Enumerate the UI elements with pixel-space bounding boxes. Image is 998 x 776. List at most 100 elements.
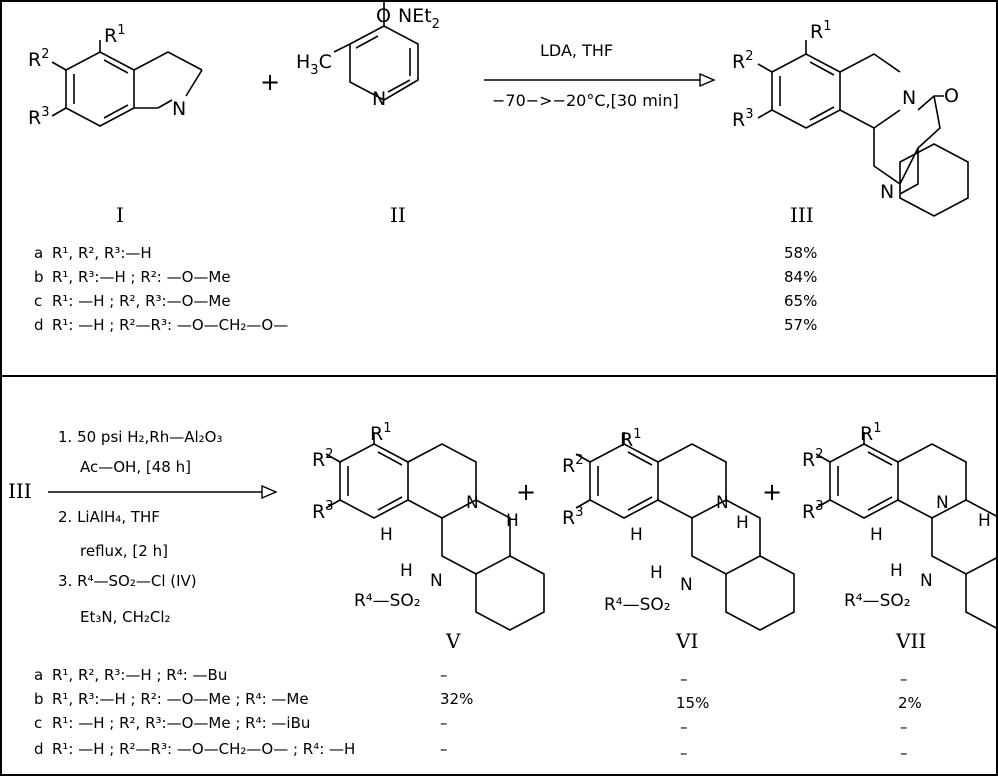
compound-VI-structure xyxy=(575,432,795,631)
compound-V-h-3: H xyxy=(400,561,413,581)
compound-VII-h-1: H xyxy=(870,525,883,545)
compound-VII-h-2: H xyxy=(978,511,991,531)
table-2-row-c-vii: – xyxy=(900,718,908,736)
table-2-row-a-vi: – xyxy=(680,670,688,688)
table-1-row-b-subst: R¹, R³:—H ; R²: —O—Me xyxy=(52,268,231,286)
compound-label-VII: VII xyxy=(895,629,926,653)
table-2-row-a-letter: a xyxy=(34,666,43,684)
table-1-row-c-yield: 65% xyxy=(784,292,817,310)
table-2-row-b-v: 32% xyxy=(440,690,473,708)
compound-III-structure xyxy=(757,40,944,195)
compound-label-I: I xyxy=(116,203,124,227)
plus-sign-3: + xyxy=(762,478,782,506)
table-1-row-a-letter: a xyxy=(34,244,43,262)
compound-II-structure xyxy=(333,0,419,101)
table-1-row-a-subst: R¹, R², R³:—H xyxy=(52,244,152,262)
compound-II-carbonyl-o: O xyxy=(376,5,391,27)
scheme-2-yield-table: a R¹, R², R³:—H ; R⁴: —Bu – – – b R¹, R³… xyxy=(34,666,922,762)
compound-II-amide: NEt2 xyxy=(398,5,440,32)
compound-VI-r2: R2 xyxy=(562,453,583,477)
compound-III-r2: R2 xyxy=(732,49,753,73)
table-2-row-c-vi: – xyxy=(680,718,688,736)
step-3-conditions: Et₃N, CH₂Cl₂ xyxy=(80,608,171,626)
step-3-reagents: 3. R⁴—SO₂—Cl (IV) xyxy=(58,572,197,590)
compound-VII-h-3: H xyxy=(890,561,903,581)
compound-VII-sulfonyl: R⁴—SO₂ xyxy=(844,591,911,611)
table-1-row-c-subst: R¹: —H ; R², R³:—O—Me xyxy=(52,292,231,310)
compound-VII-structure xyxy=(815,432,998,631)
compound-V-sulfonyl: R⁴—SO₂ xyxy=(354,591,421,611)
compound-V-structure xyxy=(325,432,545,631)
compound-I-ring-bond xyxy=(185,69,203,97)
compound-V-r1: R1 xyxy=(370,421,391,445)
plus-sign-1: + xyxy=(260,68,280,96)
reaction-2-conditions: 1. 50 psi H₂,Rh—Al₂O₃ Ac—OH, [48 h] 2. L… xyxy=(58,428,222,626)
compound-label-III: III xyxy=(790,203,814,227)
reaction-2-arrowhead xyxy=(261,484,278,500)
compound-label-II: II xyxy=(390,203,406,227)
table-2-row-b-subst: R¹, R³:—H ; R²: —O—Me ; R⁴: —Me xyxy=(52,690,309,708)
table-1-row-b-yield: 84% xyxy=(784,268,817,286)
compound-I-r2: R2 xyxy=(28,47,49,71)
compound-I-nitrogen: N xyxy=(172,98,186,120)
compound-V-h-2: H xyxy=(506,511,519,531)
compound-label-V: V xyxy=(445,629,461,653)
compound-I-r3: R3 xyxy=(28,105,49,129)
table-2-row-a-subst: R¹, R², R³:—H ; R⁴: —Bu xyxy=(52,666,227,684)
table-1-row-b-letter: b xyxy=(34,268,44,286)
table-2-row-b-vii: 2% xyxy=(898,694,922,712)
compound-III-amide-n: N xyxy=(902,87,916,109)
reaction-1-arrowhead xyxy=(699,72,716,88)
compound-II-ring-n: N xyxy=(372,88,386,110)
compound-II-methyl: H3C xyxy=(296,51,332,78)
reaction-1-reagent-top: LDA, THF xyxy=(540,41,613,60)
step-1-reagents: 1. 50 psi H₂,Rh—Al₂O₃ xyxy=(58,428,222,446)
compound-I-imine-bond xyxy=(157,99,173,109)
step-2-conditions: reflux, [2 h] xyxy=(80,542,168,560)
step-1-conditions: Ac—OH, [48 h] xyxy=(80,458,191,476)
table-1-row-d-subst: R¹: —H ; R²—R³: —O—CH₂—O— xyxy=(52,316,288,334)
compound-VI-r1: R1 xyxy=(620,427,641,451)
compound-VI-n-top: N xyxy=(716,493,729,513)
compound-III-carbonyl-o: O xyxy=(944,85,959,107)
compound-VII-r3: R3 xyxy=(802,499,823,523)
compound-V-n-top: N xyxy=(466,493,479,513)
compound-III-ring-n: N xyxy=(880,181,894,203)
table-2-row-a-v: – xyxy=(440,666,448,684)
table-1-row-d-letter: d xyxy=(34,316,44,334)
compound-III-r1: R1 xyxy=(810,19,831,43)
compound-VII-n-bottom: N xyxy=(920,571,933,591)
compound-VI-h-3: H xyxy=(650,563,663,583)
plus-sign-2: + xyxy=(516,478,536,506)
compound-VI-r3: R3 xyxy=(562,505,583,529)
compound-I-r1: R1 xyxy=(104,23,125,47)
table-1-row-c-letter: c xyxy=(34,292,42,310)
table-1-row-a-yield: 58% xyxy=(784,244,817,262)
compound-VII-r1: R1 xyxy=(860,421,881,445)
reaction-1-reagent-bottom: −70−>−20°C,[30 min] xyxy=(492,91,679,110)
scheme-2-start-label: III xyxy=(8,479,32,503)
table-2-row-d-vi: – xyxy=(680,744,688,762)
compound-V-r3: R3 xyxy=(312,499,333,523)
compound-V-n-bottom: N xyxy=(430,571,443,591)
table-2-row-a-vii: – xyxy=(900,670,908,688)
table-2-row-c-subst: R¹: —H ; R², R³:—O—Me ; R⁴: —iBu xyxy=(52,714,310,732)
compound-VI-h-1: H xyxy=(630,525,643,545)
table-2-row-b-letter: b xyxy=(34,690,44,708)
compound-V-h-1: H xyxy=(380,525,393,545)
compound-I-structure xyxy=(51,40,203,127)
compound-III-pyridine-ring xyxy=(899,143,969,217)
table-1-row-d-yield: 57% xyxy=(784,316,817,334)
step-2-reagents: 2. LiAlH₄, THF xyxy=(58,508,160,526)
compound-III-r3: R3 xyxy=(732,107,753,131)
table-2-row-d-subst: R¹: —H ; R²—R³: —O—CH₂—O— ; R⁴: —H xyxy=(52,740,355,758)
table-2-row-d-v: – xyxy=(440,740,448,758)
compound-VI-h-2: H xyxy=(736,513,749,533)
compound-VII-r2: R2 xyxy=(802,447,823,471)
scheme-1-yield-table: a R¹, R², R³:—H 58% b R¹, R³:—H ; R²: —O… xyxy=(34,244,817,334)
table-2-row-d-letter: d xyxy=(34,740,44,758)
compound-VII-n-top: N xyxy=(936,493,949,513)
table-2-row-b-vi: 15% xyxy=(676,694,709,712)
